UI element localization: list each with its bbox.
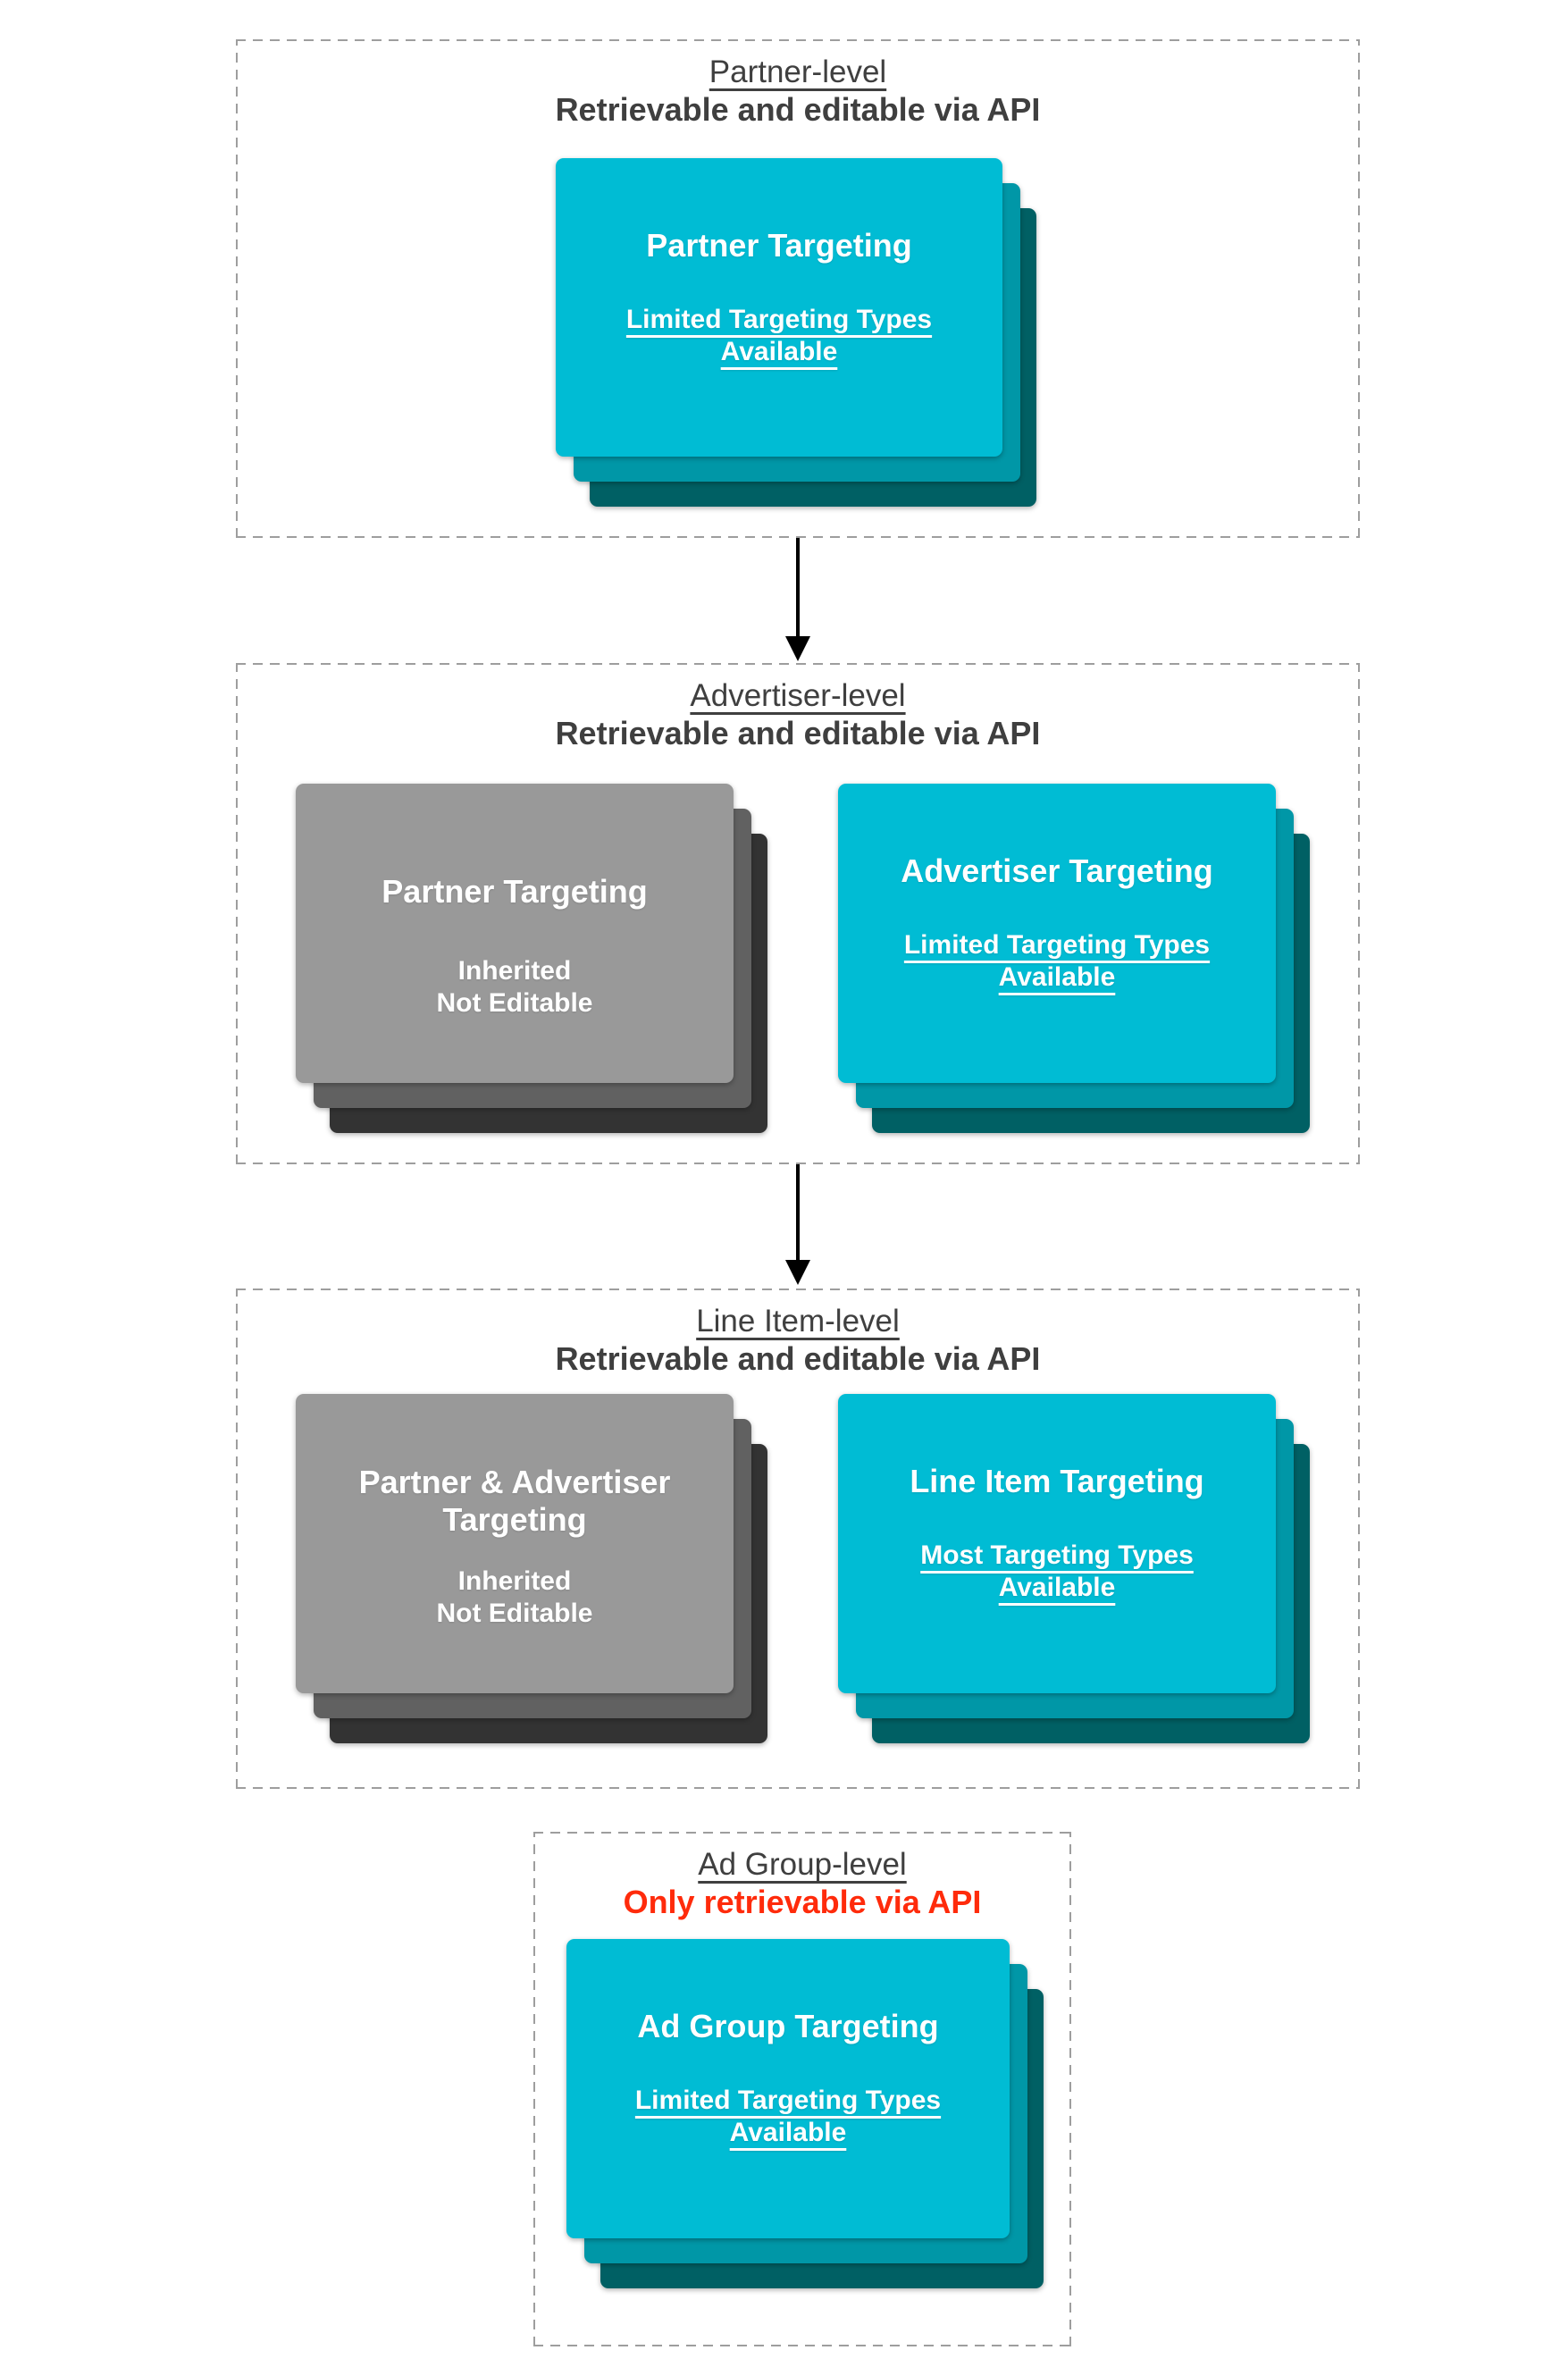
card-title: Ad Group Targeting: [637, 2008, 939, 2044]
card-subtitle-line: Available: [998, 962, 1116, 992]
section-advertiser-level: Advertiser-level Retrievable and editabl…: [236, 663, 1360, 1164]
section-subtitle: Only retrievable via API: [623, 1884, 982, 1920]
card-stack-partner-targeting: Partner Targeting Limited Targeting Type…: [556, 158, 1036, 507]
card-subtitle-line: Available: [998, 1573, 1116, 1602]
card-stack-inherited-partner-targeting: Partner Targeting Inherited Not Editable: [296, 784, 767, 1133]
section-title: Advertiser-level: [236, 677, 1360, 715]
arrow-head-icon: [785, 636, 810, 661]
card-subtitle: Inherited Not Editable: [436, 955, 592, 1020]
card-subtitle: Limited Targeting Types Available: [626, 304, 932, 368]
card-title: Partner Targeting: [646, 227, 912, 264]
card-subtitle: Limited Targeting Types Available: [904, 929, 1210, 994]
card-stack-advertiser-targeting: Advertiser Targeting Limited Targeting T…: [838, 784, 1310, 1133]
card-subtitle-line: Available: [729, 2118, 847, 2147]
card-subtitle: Limited Targeting Types Available: [635, 2085, 941, 2149]
card-subtitle-line: Limited Targeting Types: [903, 930, 1211, 960]
card-title: Partner Targeting: [382, 873, 648, 910]
card-subtitle: Most Targeting Types Available: [920, 1540, 1194, 1604]
card-title-line: Targeting: [442, 1501, 587, 1538]
card-partner-targeting: Partner Targeting Limited Targeting Type…: [556, 158, 1002, 457]
section-subtitle: Retrievable and editable via API: [555, 715, 1041, 751]
section-title-text: Advertiser-level: [690, 678, 906, 713]
section-title: Line Item-level: [236, 1303, 1360, 1340]
card-subtitle-line: Limited Targeting Types: [625, 305, 933, 334]
section-title: Ad Group-level: [533, 1846, 1071, 1884]
card-subtitle-line: Inherited: [457, 956, 572, 986]
section-title-text: Ad Group-level: [698, 1847, 907, 1882]
arrow-shaft: [796, 538, 800, 640]
card-title: Line Item Targeting: [910, 1463, 1204, 1499]
section-subtitle: Retrievable and editable via API: [555, 91, 1041, 128]
card-subtitle-line: Limited Targeting Types: [634, 2086, 942, 2115]
card-subtitle-line: Available: [720, 337, 838, 366]
section-subtitle: Retrievable and editable via API: [555, 1340, 1041, 1377]
card-title: Advertiser Targeting: [901, 852, 1213, 889]
card-subtitle-line: Inherited: [457, 1566, 572, 1596]
card-line-item-targeting: Line Item Targeting Most Targeting Types…: [838, 1394, 1276, 1693]
arrow-shaft: [796, 1164, 800, 1263]
card-stack-inherited-partner-advertiser-targeting: Partner & Advertiser Targeting Inherited…: [296, 1394, 767, 1743]
card-title-line: Partner & Advertiser: [358, 1464, 671, 1500]
card-inherited-partner-targeting: Partner Targeting Inherited Not Editable: [296, 784, 734, 1083]
arrow-head-icon: [785, 1260, 810, 1285]
card-subtitle: Inherited Not Editable: [436, 1565, 592, 1630]
section-line-item-level: Line Item-level Retrievable and editable…: [236, 1288, 1360, 1789]
card-stack-ad-group-targeting: Ad Group Targeting Limited Targeting Typ…: [566, 1939, 1044, 2288]
section-title-text: Partner-level: [709, 55, 887, 89]
card-subtitle-line: Not Editable: [436, 1599, 593, 1628]
card-ad-group-targeting: Ad Group Targeting Limited Targeting Typ…: [566, 1939, 1010, 2238]
section-ad-group-level: Ad Group-level Only retrievable via API …: [533, 1832, 1071, 2346]
card-inherited-partner-advertiser-targeting: Partner & Advertiser Targeting Inherited…: [296, 1394, 734, 1693]
section-partner-level: Partner-level Retrievable and editable v…: [236, 39, 1360, 538]
section-title: Partner-level: [236, 54, 1360, 91]
card-subtitle-line: Most Targeting Types: [920, 1540, 1194, 1570]
card-stack-line-item-targeting: Line Item Targeting Most Targeting Types…: [838, 1394, 1310, 1743]
card-subtitle-line: Not Editable: [436, 988, 593, 1018]
card-title: Partner & Advertiser Targeting: [359, 1464, 671, 1539]
card-advertiser-targeting: Advertiser Targeting Limited Targeting T…: [838, 784, 1276, 1083]
arrow-partner-to-advertiser: [785, 538, 810, 661]
arrow-advertiser-to-line-item: [785, 1164, 810, 1285]
section-title-text: Line Item-level: [696, 1304, 900, 1339]
